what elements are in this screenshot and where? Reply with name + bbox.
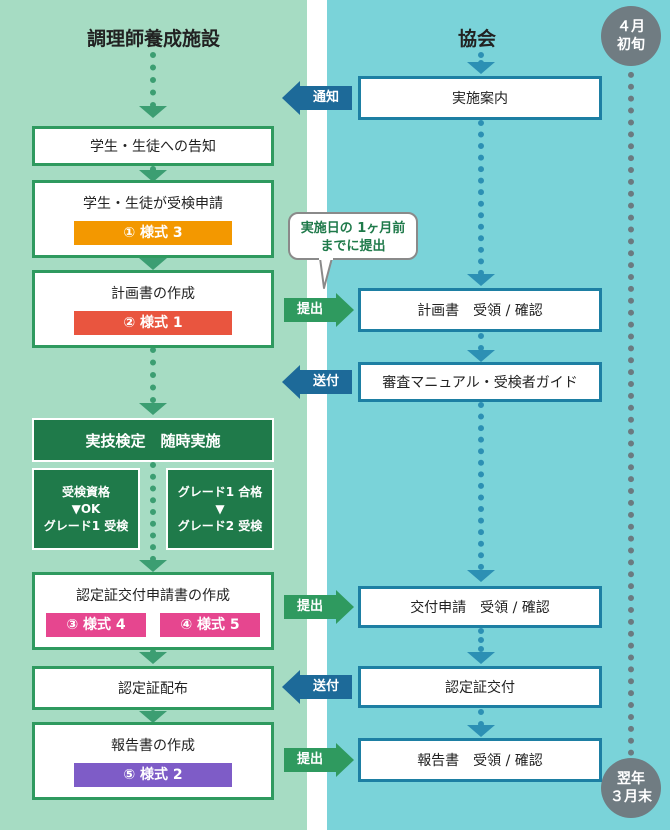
step-plan: 計画書の作成 ② 様式 1 — [32, 270, 274, 348]
right-connector — [478, 402, 484, 570]
step-exam-label: 実技検定 随時実施 — [85, 431, 221, 450]
arrow-submit-plan-label: 提出 — [284, 298, 336, 322]
right-arrowhead — [467, 350, 495, 362]
step-apply-label: 学生・生徒が受検申請 — [83, 196, 223, 212]
step-report-receipt: 報告書 受領 / 確認 — [358, 738, 602, 782]
arrow-notice: 通知 — [282, 81, 352, 115]
timeline-start-line1: ４月 — [617, 19, 645, 35]
deadline-callout-tail — [319, 256, 333, 289]
step-apply: 学生・生徒が受検申請 ① 様式 3 — [32, 180, 274, 258]
right-connector — [478, 52, 484, 66]
step-report: 報告書の作成 ⑤ 様式 2 — [32, 722, 274, 800]
timeline-end-line1: 翌年 — [617, 771, 645, 787]
left-column-title: 調理師養成施設 — [86, 28, 220, 50]
right-connector — [478, 333, 484, 351]
timeline-end-line2: ３月末 — [610, 789, 652, 805]
timeline-start-line2: 初旬 — [617, 37, 645, 53]
left-connector — [150, 462, 156, 562]
step-report-label: 報告書の作成 — [111, 738, 195, 754]
left-arrowhead — [139, 106, 167, 118]
right-arrowhead — [467, 570, 495, 582]
timeline-line — [628, 60, 634, 780]
exam-sub-grade1-line3: グレード1 受検 — [43, 518, 129, 533]
exam-sub-grade1-line2: ▼OK — [71, 501, 101, 516]
step-guide-label: 実施案内 — [452, 91, 508, 107]
form-3-badge: ① 様式 3 — [74, 221, 232, 245]
arrow-notice-label: 通知 — [300, 86, 352, 110]
step-exam: 実技検定 随時実施 — [32, 418, 274, 462]
arrow-submit-plan: 提出 — [284, 293, 354, 327]
left-arrowhead — [139, 652, 167, 664]
arrow-submit-report: 提出 — [284, 743, 354, 777]
arrow-submit-cert: 提出 — [284, 590, 354, 624]
step-notify-students: 学生・生徒への告知 — [32, 126, 274, 166]
step-manual-label: 審査マニュアル・受検者ガイド — [382, 375, 578, 391]
exam-sub-grade2-line3: グレード2 受検 — [177, 518, 263, 533]
left-arrowhead — [139, 258, 167, 270]
left-connector — [150, 347, 156, 403]
right-column-title: 協会 — [457, 28, 496, 50]
form-5-badge: ④ 様式 5 — [160, 613, 260, 637]
right-connector — [478, 709, 484, 727]
left-arrowhead — [139, 170, 167, 182]
step-plan-receipt: 計画書 受領 / 確認 — [358, 288, 602, 332]
right-arrowhead — [467, 274, 495, 286]
right-arrowhead — [467, 652, 495, 664]
step-cert-apply-label: 認定証交付申請書の作成 — [76, 588, 230, 604]
deadline-callout-line2: までに提出 — [320, 239, 386, 254]
step-plan-label: 計画書の作成 — [111, 286, 195, 302]
arrow-send-manual-label: 送付 — [300, 370, 352, 394]
form-1-badge: ② 様式 1 — [74, 311, 232, 335]
arrow-send-manual: 送付 — [282, 365, 352, 399]
right-arrowhead — [467, 62, 495, 74]
step-manual: 審査マニュアル・受検者ガイド — [358, 362, 602, 402]
exam-sub-grade1-line1: 受検資格 — [61, 484, 110, 499]
step-cert-issue-label: 認定証交付 — [445, 680, 515, 696]
form-4-badge: ③ 様式 4 — [46, 613, 146, 637]
exam-sub-grade2-line2: ▼ — [215, 501, 225, 516]
step-notify-students-label: 学生・生徒への告知 — [90, 139, 216, 155]
exam-sub-grade2: グレード1 合格 ▼ グレード2 受検 — [166, 468, 274, 550]
right-arrowhead — [467, 725, 495, 737]
deadline-callout: 実施日の 1ヶ月前 までに提出 — [288, 212, 418, 260]
step-distribute: 認定証配布 — [32, 666, 274, 710]
exam-sub-grade2-line1: グレード1 合格 — [177, 484, 263, 499]
right-connector — [478, 628, 484, 652]
timeline-end-badge: 翌年 ３月末 — [601, 758, 661, 818]
right-connector — [478, 120, 484, 276]
left-arrowhead — [139, 560, 167, 572]
step-cert-receipt-label: 交付申請 受領 / 確認 — [410, 600, 550, 616]
step-guide: 実施案内 — [358, 76, 602, 120]
deadline-callout-line1: 実施日の 1ヶ月前 — [300, 221, 406, 236]
left-connector — [150, 52, 156, 108]
step-cert-issue: 認定証交付 — [358, 666, 602, 708]
arrow-submit-cert-label: 提出 — [284, 595, 336, 619]
cert-forms-row: ③ 様式 4 ④ 様式 5 — [46, 613, 260, 637]
step-report-receipt-label: 報告書 受領 / 確認 — [417, 753, 543, 769]
step-cert-receipt: 交付申請 受領 / 確認 — [358, 586, 602, 628]
exam-sub-grade1: 受検資格 ▼OK グレード1 受検 — [32, 468, 140, 550]
step-cert-apply: 認定証交付申請書の作成 ③ 様式 4 ④ 様式 5 — [32, 572, 274, 650]
step-distribute-label: 認定証配布 — [118, 681, 188, 697]
left-arrowhead — [139, 403, 167, 415]
left-arrowhead — [139, 711, 167, 723]
arrow-send-cert: 送付 — [282, 670, 352, 704]
form-2-badge: ⑤ 様式 2 — [74, 763, 232, 787]
arrow-send-cert-label: 送付 — [300, 675, 352, 699]
timeline-start-badge: ４月 初旬 — [601, 6, 661, 66]
arrow-submit-report-label: 提出 — [284, 748, 336, 772]
step-plan-receipt-label: 計画書 受領 / 確認 — [417, 303, 543, 319]
